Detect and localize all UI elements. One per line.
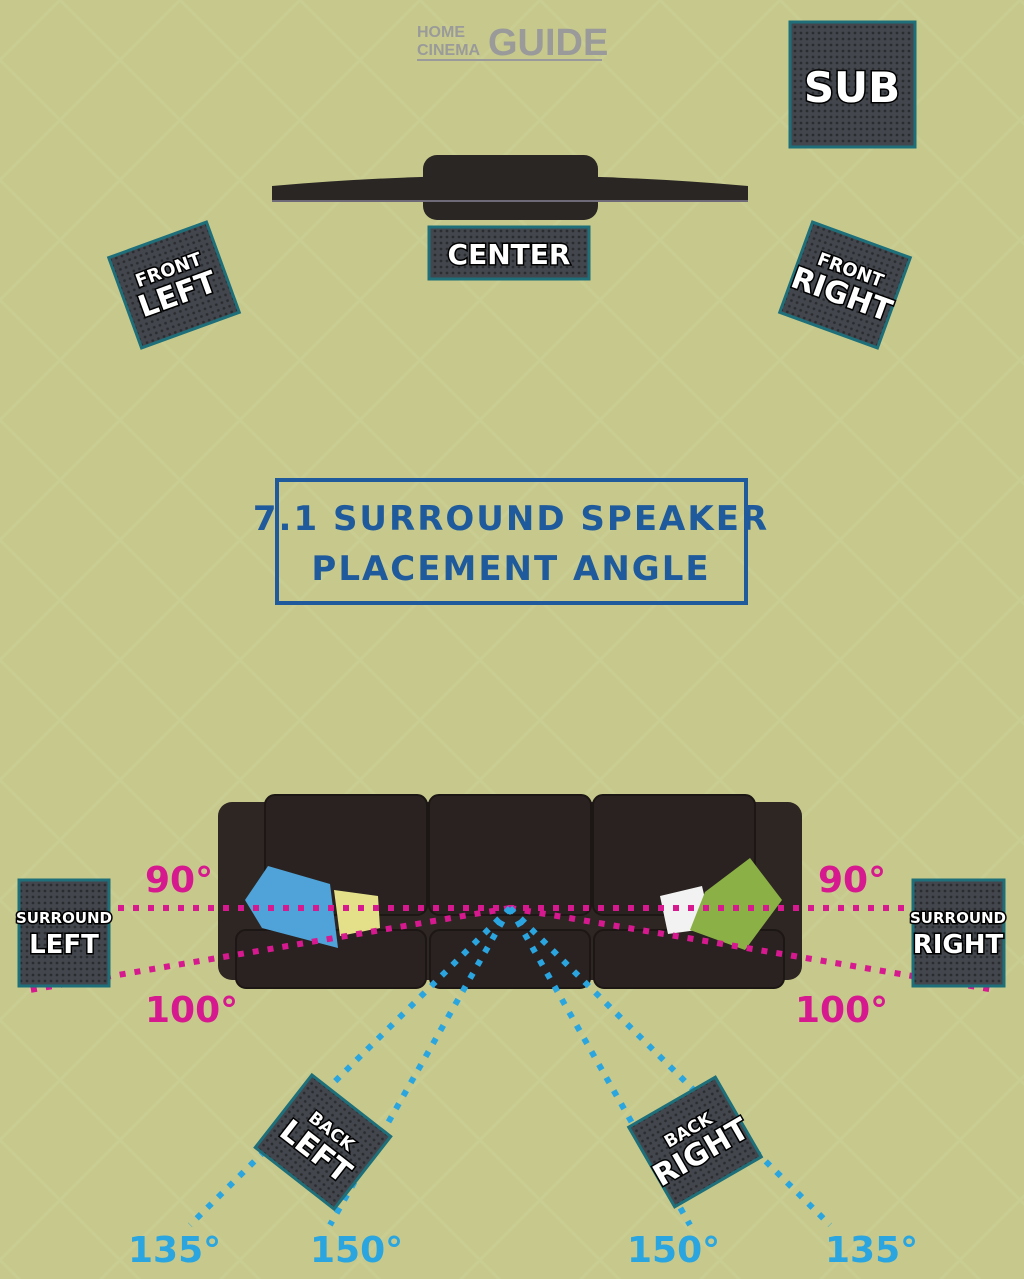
- sofa-seat-middle: [429, 929, 591, 989]
- back-left-speaker: BACK LEFT: [253, 1072, 393, 1212]
- front-left-speaker: FRONT LEFT: [106, 220, 242, 350]
- sub-speaker: SUB: [788, 20, 917, 149]
- line-135-left: [187, 905, 513, 1228]
- front-right-speaker: FRONT RIGHT: [777, 220, 913, 350]
- surround-right-line2: RIGHT: [913, 930, 1004, 960]
- surround-left-speaker: SURROUND LEFT: [14, 878, 114, 988]
- sofa-back-middle: [428, 794, 592, 916]
- surround-right-line1: SURROUND: [910, 909, 1006, 927]
- angle-label-right-150: 150°: [627, 1230, 720, 1271]
- angle-label-right-135: 135°: [825, 1230, 918, 1271]
- angle-label-right-90: 90°: [818, 860, 886, 901]
- title-line2: PLACEMENT ANGLE: [311, 549, 710, 589]
- center-speaker: CENTER: [427, 225, 591, 281]
- angle-label-left-90: 90°: [145, 860, 213, 901]
- pillow-blue: [245, 866, 338, 948]
- logo: HOME CINEMA GUIDE: [417, 22, 608, 64]
- pillow-yellow: [334, 890, 380, 936]
- sofa: [218, 794, 802, 989]
- back-right-speaker: BACK RIGHT: [626, 1075, 764, 1209]
- tv-screen: [272, 175, 748, 200]
- pillow-green: [690, 858, 782, 950]
- tv: [272, 155, 748, 220]
- angle-label-left-150: 150°: [310, 1230, 403, 1271]
- angle-label-right-100: 100°: [795, 990, 888, 1031]
- surround-left-line1: SURROUND: [16, 909, 112, 927]
- surround-left-line2: LEFT: [29, 930, 99, 960]
- logo-guide: GUIDE: [488, 22, 608, 64]
- title-box: 7.1 SURROUND SPEAKER PLACEMENT ANGLE: [253, 478, 769, 605]
- angle-label-left-100: 100°: [145, 990, 238, 1031]
- logo-cinema: CINEMA: [417, 42, 481, 59]
- center-label: CENTER: [448, 238, 571, 271]
- title-line1: 7.1 SURROUND SPEAKER: [253, 499, 769, 539]
- sub-label: SUB: [804, 63, 900, 112]
- surround-right-speaker: SURROUND RIGHT: [908, 878, 1008, 988]
- angle-label-left-135: 135°: [128, 1230, 221, 1271]
- line-135-right: [507, 905, 833, 1228]
- logo-home: HOME: [417, 24, 465, 41]
